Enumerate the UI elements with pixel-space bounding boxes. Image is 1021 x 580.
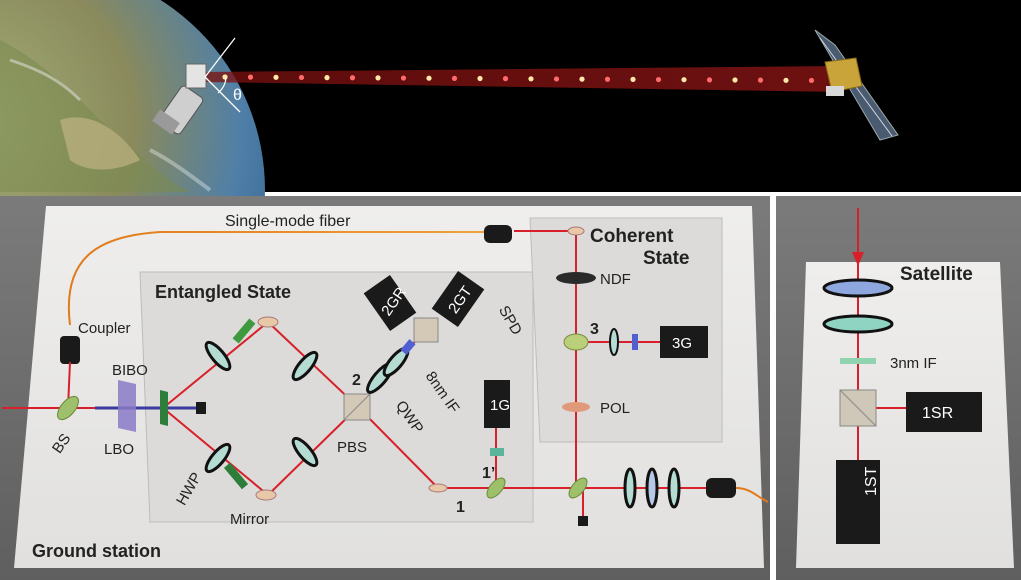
hwp-upper [204, 340, 232, 372]
coherent-title-line1: Coherent [590, 226, 674, 247]
photon-dot [502, 76, 509, 82]
lens-3g [609, 328, 619, 356]
downlink-beam [203, 66, 840, 92]
mirror-coherent-top [567, 226, 585, 236]
detector-1sr: 1SR [906, 392, 982, 432]
photon-dot [375, 75, 381, 81]
photon-dot [808, 77, 815, 84]
pbs-label: PBS [337, 439, 367, 456]
bs-output [568, 477, 588, 499]
if-filter-3nm [840, 358, 876, 364]
photon-dot [400, 75, 407, 81]
detector-3g-label: 3G [672, 335, 692, 352]
detector-1sr-label: 1SR [922, 405, 953, 422]
pol-label: POL [600, 400, 630, 417]
coherent-title-line2: State [643, 248, 689, 269]
coupler [60, 336, 80, 364]
marker-2: 2 [352, 372, 361, 389]
mirror-top [257, 316, 279, 328]
photon-dot [298, 74, 305, 81]
ground-station-panel: Single-mode fiber Coupler BS LBO [0, 196, 770, 580]
photon-dot [528, 76, 534, 82]
beam-dump [196, 402, 206, 414]
photon-dot [451, 75, 458, 81]
mirror-upper-left [232, 318, 256, 344]
detector-1g: 1G [484, 380, 510, 428]
detector-1st-label: 1ST [863, 466, 880, 496]
marker-1prime: 1’ [482, 465, 495, 482]
satellite-title: Satellite [900, 264, 973, 285]
filter-3g [632, 334, 638, 350]
satellite-panel: 3nm IF 1SR 1ST Satellite [776, 196, 1021, 580]
bs-coherent [563, 333, 589, 351]
lens-upper-right [291, 350, 319, 382]
lens-lower-right [291, 436, 319, 468]
bs-optic [57, 395, 79, 421]
bibo-crystal [160, 390, 168, 426]
mirror-label: Mirror [230, 511, 269, 528]
photon-dot [222, 74, 228, 80]
bs-arm1 [486, 477, 506, 499]
photon-dot [681, 77, 687, 83]
pol-filter [562, 402, 590, 412]
ground-telescope [152, 63, 207, 135]
photon-dot [553, 76, 560, 82]
photon-dots [222, 74, 815, 84]
filter-1g [490, 448, 504, 456]
photon-dot [477, 75, 483, 82]
photon-dot [273, 74, 279, 80]
fiber-collimator-top [484, 225, 512, 243]
output-lens-1 [623, 467, 637, 509]
pbs-cube-2 [413, 317, 439, 343]
mirror-arm1 [428, 483, 448, 493]
telescope-lens-1 [822, 278, 894, 298]
theta-label: θ [233, 87, 242, 104]
output-lens-3 [667, 467, 681, 509]
lbo-crystal [118, 380, 136, 432]
photon-dot [604, 76, 611, 82]
output-beam-dump [578, 516, 588, 526]
marker-3: 3 [590, 321, 599, 338]
photon-dot [426, 75, 432, 81]
mirror-lower [223, 462, 249, 490]
coupler-label: Coupler [78, 320, 131, 337]
entangled-title: Entangled State [155, 282, 291, 302]
mirror-bottom [255, 489, 277, 501]
hwp-lower [204, 442, 232, 474]
marker-1: 1 [456, 499, 465, 516]
output-lens-2 [645, 467, 659, 509]
if-filter-8nm [400, 339, 416, 355]
output-collimator [706, 478, 736, 498]
detector-1g-label: 1G [490, 397, 510, 414]
bibo-label: BIBO [112, 362, 148, 379]
lbo-label: LBO [104, 441, 134, 458]
detector-1st: 1ST [836, 460, 880, 544]
if3-label: 3nm IF [890, 355, 937, 372]
photon-dot [706, 77, 713, 83]
ndf-filter [556, 272, 596, 284]
photon-dot [655, 76, 662, 83]
single-mode-fiber [67, 231, 486, 326]
photon-dot [579, 76, 585, 82]
photon-dot [732, 77, 738, 83]
photon-dot [349, 75, 356, 81]
photon-dot [630, 76, 636, 82]
photon-dot [757, 77, 764, 83]
ndf-label: NDF [600, 271, 631, 288]
photon-dot [783, 77, 789, 83]
telescope-lens-2 [822, 314, 894, 334]
satellite-craft [814, 29, 899, 141]
detector-3g: 3G [660, 326, 708, 358]
ground-station-title: Ground station [32, 541, 161, 561]
detector-2gt: 2GT [431, 270, 485, 328]
fiber-label: Single-mode fiber [225, 213, 351, 230]
photon-dot [247, 74, 254, 80]
angle-indicator: θ [204, 37, 242, 113]
photon-dot [324, 75, 330, 81]
